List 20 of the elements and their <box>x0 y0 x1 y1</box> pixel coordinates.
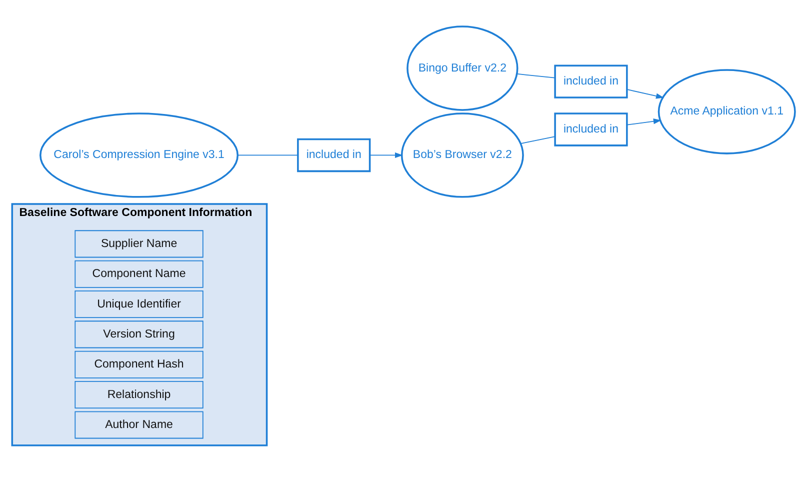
connector <box>520 136 556 144</box>
node-box: Supplier Name <box>74 230 204 258</box>
arrow <box>370 152 403 158</box>
node-ellipse: Acme Application v1.1 <box>658 68 796 154</box>
node-ellipse: Bingo Buffer v2.2 <box>406 25 518 110</box>
node-box: Unique Identifier <box>74 290 204 318</box>
node-ellipse: Bob’s Browser v2.2 <box>400 112 524 198</box>
node-box: included in <box>554 112 628 146</box>
node-box: Author Name <box>74 410 204 438</box>
node-box: Component Name <box>74 260 204 288</box>
arrow <box>626 118 662 125</box>
node-box: included in <box>297 138 371 172</box>
connector <box>237 154 298 156</box>
node-box: Relationship <box>74 380 204 408</box>
connector <box>516 72 556 78</box>
arrow <box>626 88 664 98</box>
node-box: included in <box>554 64 628 98</box>
node-ellipse: Carol’s Compression Engine v3.1 <box>40 112 239 198</box>
node-box: Version String <box>74 320 204 348</box>
node-box: Component Hash <box>74 350 204 378</box>
